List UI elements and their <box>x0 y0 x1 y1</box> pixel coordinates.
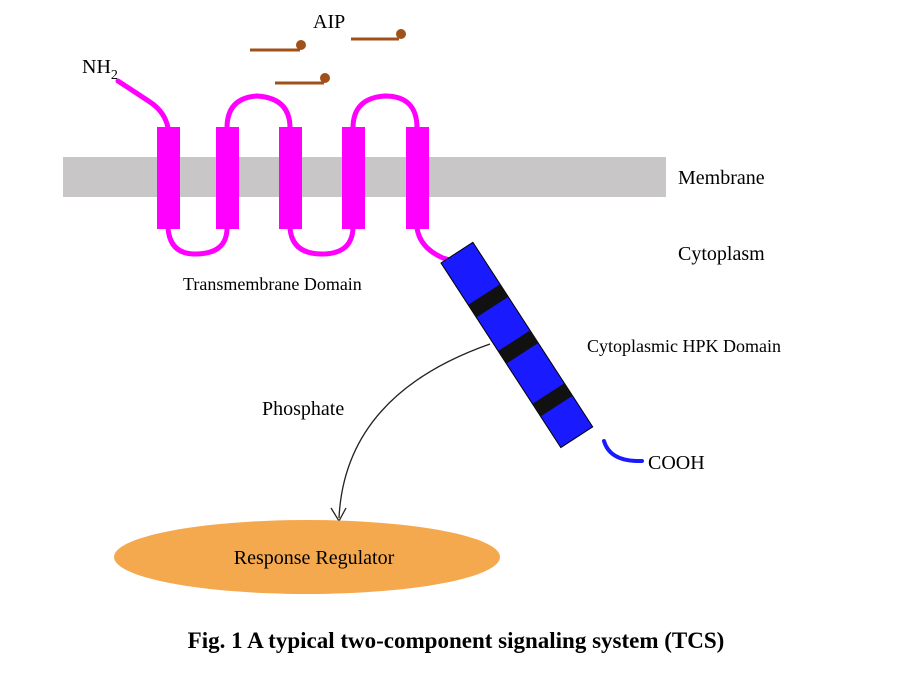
aip-peptide-3 <box>275 73 330 85</box>
aip-peptide-1 <box>250 40 306 52</box>
cytoplasm-label: Cytoplasm <box>678 243 765 265</box>
phosphate-label: Phosphate <box>262 398 344 420</box>
nh2-main: NH <box>82 56 111 78</box>
nh2-subscript: 2 <box>111 68 118 83</box>
transmembrane-helix-1 <box>157 127 180 229</box>
figure-caption: Fig. 1 A typical two-component signaling… <box>188 628 725 653</box>
transmembrane-helix-2 <box>216 127 239 229</box>
hpk-band-3 <box>532 383 573 417</box>
hpk-band-2 <box>498 330 539 364</box>
response-regulator-label: Response Regulator <box>234 547 395 569</box>
hpk-band-1 <box>468 284 509 318</box>
cooh-tail <box>602 439 644 464</box>
phosphate-arrow <box>338 343 491 519</box>
hpk-domain <box>440 241 594 449</box>
membrane-label: Membrane <box>678 167 765 189</box>
transmembrane-chain <box>115 78 466 267</box>
transmembrane-helix-3 <box>279 127 302 229</box>
cytoplasmic-hpk-domain-label: Cytoplasmic HPK Domain <box>587 336 781 356</box>
cooh-label: COOH <box>648 452 705 474</box>
response-regulator-shape <box>114 520 500 594</box>
phosphate-arrowhead <box>330 507 347 523</box>
aip-label: AIP <box>313 11 345 33</box>
aip-peptide-2 <box>351 29 406 41</box>
nh2-label: NH2 <box>82 56 118 83</box>
transmembrane-domain-label: Transmembrane Domain <box>183 274 362 294</box>
transmembrane-helix-4 <box>342 127 365 229</box>
transmembrane-helix-5 <box>406 127 429 229</box>
